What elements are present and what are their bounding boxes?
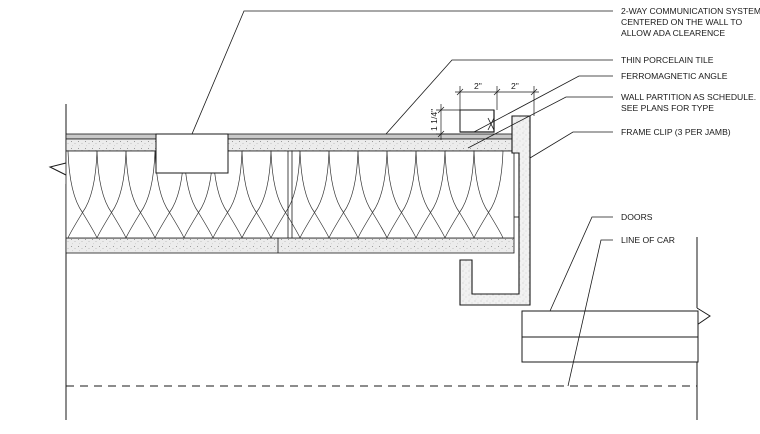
callout-communication-line3: ALLOW ADA CLEARENCE xyxy=(621,28,725,38)
callout-partition-line2: SEE PLANS FOR TYPE xyxy=(621,103,714,113)
angle-profile xyxy=(460,110,495,133)
callout-communication-line1: 2-WAY COMMUNICATION SYSTEM xyxy=(621,6,760,16)
angle-cross xyxy=(487,117,495,131)
dimension-label: 2" xyxy=(511,81,519,91)
insulation-loop xyxy=(212,150,243,239)
callout-angle: FERROMAGNETIC ANGLE xyxy=(621,71,728,81)
leader-tile xyxy=(385,59,613,135)
insulation-loop xyxy=(299,150,330,239)
dimension-height: 1 1/4" xyxy=(429,104,460,140)
insulation-loop xyxy=(473,150,504,239)
dimension-width: 2" 2" xyxy=(455,81,539,116)
porcelain-tile-layer xyxy=(65,133,515,140)
callout-communication-line2: CENTERED ON THE WALL TO xyxy=(621,17,742,27)
callout-frame-clip: FRAME CLIP (3 PER JAMB) xyxy=(621,127,731,137)
insulation-loop xyxy=(328,150,359,239)
leader-frame-clip xyxy=(529,131,613,159)
door-panel-outer xyxy=(521,310,699,338)
insulation-loop xyxy=(357,150,388,239)
insulation-loop xyxy=(125,150,156,239)
insulation-loop xyxy=(96,150,127,239)
insulation-loop xyxy=(386,150,417,239)
dimension-label: 2" xyxy=(474,81,482,91)
communication-box xyxy=(155,133,229,174)
leader-line-of-car xyxy=(567,239,613,387)
insulation-loop xyxy=(415,150,446,239)
callout-line-of-car: LINE OF CAR xyxy=(621,235,675,245)
dimension-label: 1 1/4" xyxy=(429,109,439,131)
gypsum-board-bottom xyxy=(65,237,515,254)
leader-communication xyxy=(191,10,613,135)
callout-doors: DOORS xyxy=(621,212,653,222)
callout-tile: THIN PORCELAIN TILE xyxy=(621,55,714,65)
leader-angle xyxy=(473,75,613,133)
leader-doors xyxy=(549,216,613,312)
callout-partition-line1: WALL PARTITION AS SCHEDULE. xyxy=(621,92,756,102)
insulation-cavity xyxy=(65,150,515,239)
insulation-loop xyxy=(270,150,301,239)
gypsum-board-top xyxy=(65,138,515,152)
insulation-loop xyxy=(444,150,475,239)
door-frame-jamb xyxy=(459,115,531,306)
insulation-loop xyxy=(67,150,98,239)
insulation-loop xyxy=(241,150,272,239)
leader-partition xyxy=(467,96,613,149)
door-panel-inner xyxy=(521,336,699,363)
